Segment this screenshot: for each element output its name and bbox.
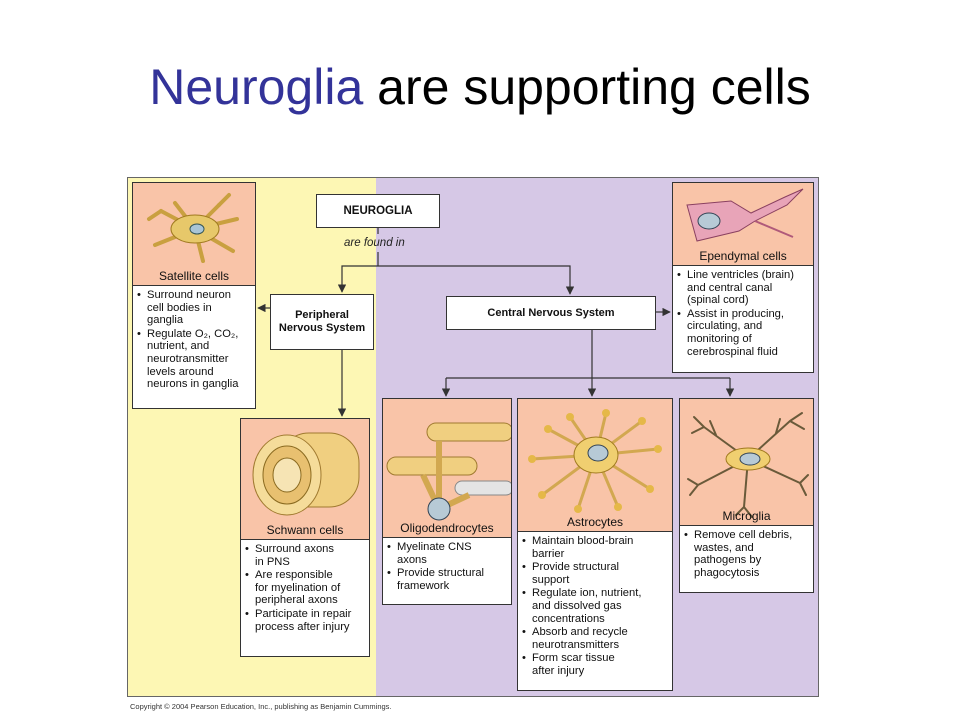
connector-arrows [257,228,735,417]
satellite-cell-illustration [147,193,239,263]
pns-box: Peripheral Nervous System [270,294,374,350]
list-item: Myelinate CNS axons [387,541,507,566]
cns-box: Central Nervous System [446,296,656,330]
list-item: Surround axons in PNS [245,543,365,568]
schwann-cell-panel: Schwann cells [240,418,370,540]
ependymal-cells-caption: Ependymal cells [699,249,787,263]
astrocyte-cell-illustration [528,409,662,513]
ependymal-cell-panel: Ependymal cells [672,182,814,266]
list-item: Are responsible for myelination of perip… [245,569,365,607]
ependymal-cell-illustration [686,188,804,242]
oligodendrocytes-caption: Oligodendrocytes [400,521,494,535]
list-item: Provide structural framework [387,567,507,592]
astrocytes-list: Maintain blood-brain barrier Provide str… [517,531,673,691]
list-item: Surround neuron cell bodies in ganglia [137,289,251,327]
title-accent: Neuroglia [149,59,364,115]
satellite-cell-panel: Satellite cells [132,182,256,286]
microglia-cell-panel: Microglia [679,398,814,526]
schwann-cell-illustration [252,432,360,516]
list-item: Line ventricles (brain) and central cana… [677,269,809,307]
satellite-cells-list: Surround neuron cell bodies in ganglia R… [132,285,256,409]
oligodendrocyte-cell-panel: Oligodendrocytes [382,398,512,538]
microglia-caption: Microglia [722,509,771,523]
title-rest: are supporting cells [363,59,811,115]
microglia-list: Remove cell debris, wastes, and pathogen… [679,525,814,593]
ependymal-cells-list: Line ventricles (brain) and central cana… [672,265,814,373]
astrocyte-cell-panel: Astrocytes [517,398,673,532]
list-item: Regulate O₂, CO₂, nutrient, and neurotra… [137,328,251,391]
arrow-to-pns [337,265,378,293]
list-item: Provide structural support [522,561,668,586]
copyright-text: Copyright © 2004 Pearson Education, Inc.… [130,702,392,711]
satellite-cells-caption: Satellite cells [158,269,230,283]
arrow-to-cns [378,265,575,295]
neuroglia-box: NEUROGLIA [316,194,440,228]
astrocytes-caption: Astrocytes [566,515,623,529]
oligodendrocyte-cell-illustration [386,422,511,521]
found-in-caption: are found in [344,237,405,249]
microglia-cell-illustration [687,412,809,518]
list-item: Assist in producing, circulating, and mo… [677,308,809,358]
list-item: Remove cell debris, wastes, and pathogen… [684,529,809,579]
list-item: Maintain blood-brain barrier [522,535,668,560]
slide-title: Neuroglia are supporting cells [0,58,960,116]
neuroglia-figure: Satellite cells Surround neuron cell bod… [127,177,819,697]
list-item: Regulate ion, nutrient, and dissolved ga… [522,587,668,625]
oligodendrocytes-list: Myelinate CNS axons Provide structural f… [382,537,512,605]
schwann-cells-caption: Schwann cells [266,523,344,537]
list-item: Participate in repair process after inju… [245,608,365,633]
list-item: Form scar tissue after injury [522,652,668,677]
list-item: Absorb and recycle neurotransmitters [522,626,668,651]
schwann-cells-list: Surround axons in PNS Are responsible fo… [240,539,370,657]
